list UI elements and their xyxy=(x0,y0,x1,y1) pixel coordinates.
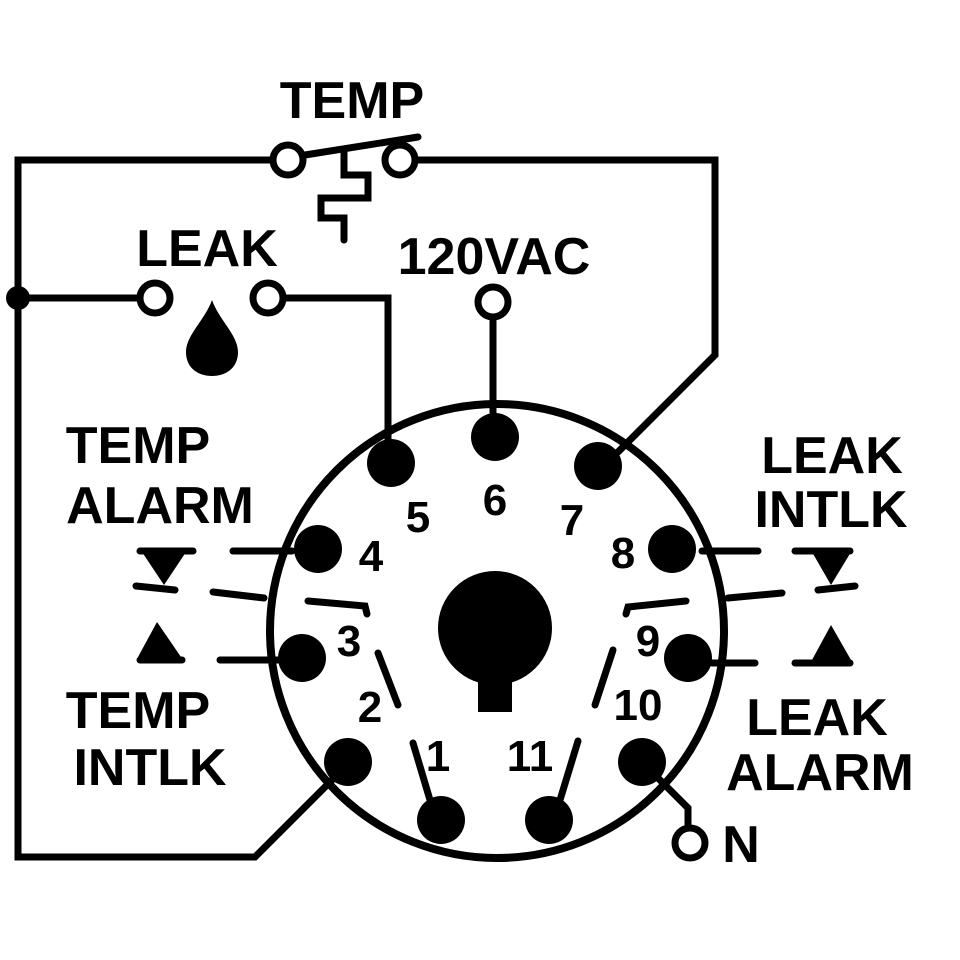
pin-label-6: 6 xyxy=(483,476,507,525)
temp-switch-label: TEMP xyxy=(280,72,424,130)
pin-label-7: 7 xyxy=(560,496,584,545)
neutral-terminal xyxy=(671,824,709,862)
pin-7 xyxy=(574,442,622,490)
pins xyxy=(278,413,712,844)
leak-to-pin5-wire xyxy=(279,294,392,449)
pin-4 xyxy=(294,525,342,573)
pin-1 xyxy=(417,796,465,844)
triangle-up-icon xyxy=(138,622,181,657)
pin-3 xyxy=(278,634,326,682)
triangle-up-icon xyxy=(812,625,851,660)
terminal xyxy=(381,141,419,179)
temp-alarm-label-line2: ALARM xyxy=(66,477,254,535)
pin-5 xyxy=(367,439,415,487)
pin-numbers: 1 2 3 4 5 6 7 8 9 10 11 xyxy=(337,476,663,781)
pin-6 xyxy=(471,413,519,461)
leak-alarm-label-line2: ALARM xyxy=(726,744,914,802)
leak-switch-label: LEAK xyxy=(136,220,278,278)
pin-label-5: 5 xyxy=(406,493,430,542)
water-drop-icon xyxy=(186,300,238,376)
relay-socket-outline xyxy=(266,400,728,862)
temp-to-pin7-wire xyxy=(412,156,719,456)
neutral-label: N xyxy=(722,816,760,874)
pin-11 xyxy=(525,796,573,844)
triangle-down-icon xyxy=(812,552,851,585)
pin-label-10: 10 xyxy=(614,681,663,730)
common-wire xyxy=(14,156,344,861)
leak-intlk-label-line2: INTLK xyxy=(754,481,908,539)
leak-terminal-left xyxy=(136,279,174,317)
junction-dot xyxy=(6,286,30,310)
temp-intlk-label-line2: INTLK xyxy=(73,739,227,797)
pin-label-11: 11 xyxy=(507,732,554,781)
pin-8 xyxy=(648,525,696,573)
triangle-down-icon xyxy=(142,552,186,585)
temp-intlk-label-line1: TEMP xyxy=(66,682,210,740)
supply-label: 120VAC xyxy=(398,228,591,286)
pin-label-2: 2 xyxy=(358,683,382,732)
temp-contacts xyxy=(132,547,434,804)
leak-alarm-label-line1: LEAK xyxy=(746,689,888,747)
supply-terminal xyxy=(474,283,512,321)
keyway xyxy=(438,571,552,712)
leak-intlk-label-line1: LEAK xyxy=(761,427,903,485)
temp-thermal-switch xyxy=(269,133,422,244)
thermal-element-icon xyxy=(317,146,372,244)
terminal xyxy=(269,141,307,179)
pin-label-8: 8 xyxy=(611,529,635,578)
pin-label-4: 4 xyxy=(359,532,384,581)
pin-10 xyxy=(618,738,666,786)
pin-label-3: 3 xyxy=(337,617,361,666)
leak-contacts xyxy=(556,547,859,804)
pin-9 xyxy=(664,634,712,682)
temp-alarm-label-line1: TEMP xyxy=(66,417,210,475)
pin-label-1: 1 xyxy=(426,732,450,781)
pin-label-9: 9 xyxy=(636,617,660,666)
leak-terminal-right xyxy=(249,279,287,317)
pin-2 xyxy=(324,738,372,786)
